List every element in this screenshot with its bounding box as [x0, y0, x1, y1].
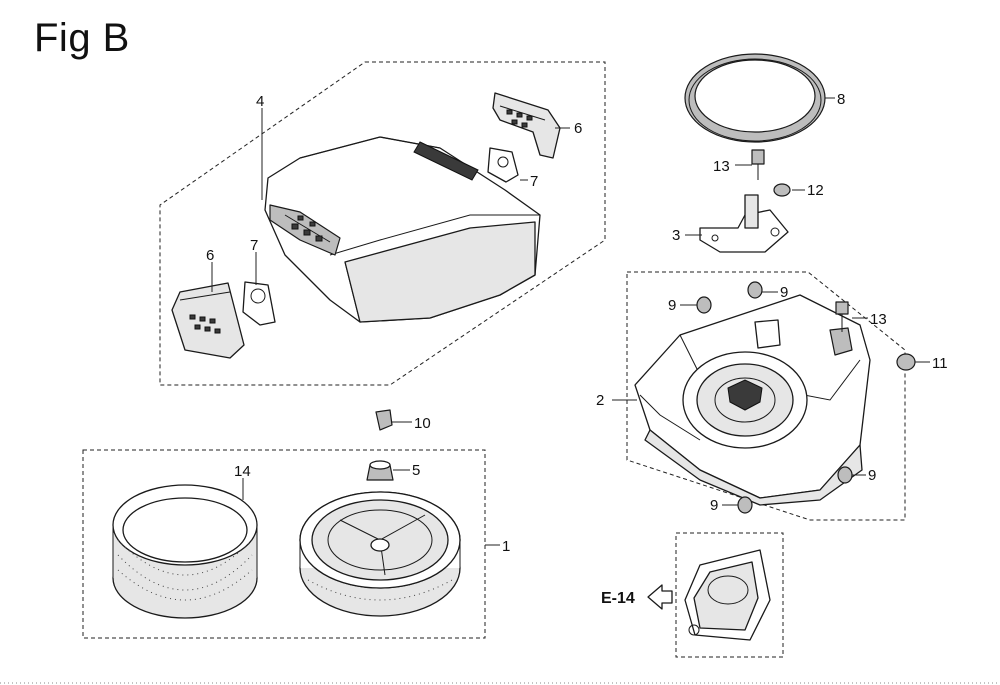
callout-5: 5 [412, 462, 420, 479]
callout-7-upper: 7 [530, 173, 538, 190]
reference-label: E-14 [601, 590, 635, 607]
seal-ring [684, 53, 826, 143]
air-cleaner-cover [264, 136, 541, 323]
nut-12 [773, 183, 791, 197]
air-cleaner-case [634, 294, 871, 506]
callout-9-d: 9 [710, 497, 718, 514]
callout-10: 10 [414, 415, 431, 432]
elbow-group-box [675, 532, 784, 658]
callout-9-a: 9 [668, 297, 676, 314]
callout-8: 8 [837, 91, 845, 108]
bolt-13-upper [751, 149, 765, 180]
bolt-13-lower [835, 301, 849, 332]
nut-9-a [696, 296, 712, 314]
nut-9-c [837, 466, 853, 484]
cover-grip-upper [492, 92, 561, 159]
wing-nut [366, 460, 394, 481]
callout-7-lower: 7 [250, 237, 258, 254]
air-cleaner-case-group-box [626, 271, 906, 521]
callout-11: 11 [932, 355, 948, 372]
intake-elbow [684, 549, 771, 641]
nut-9-d [737, 496, 753, 514]
callout-13-upper: 13 [713, 158, 730, 175]
clip-upper [487, 147, 519, 183]
air-cleaner-element-group-box [82, 449, 486, 639]
callout-6-lower: 6 [206, 247, 214, 264]
callout-13-lower: 13 [870, 311, 887, 328]
leader-lines [211, 97, 930, 546]
callout-4: 4 [256, 93, 264, 110]
callout-12: 12 [807, 182, 824, 199]
reference-arrow [647, 584, 673, 610]
grommet-11 [896, 353, 916, 371]
breather-bracket [699, 194, 789, 253]
air-cleaner-cover-group-box [159, 61, 606, 386]
nut-9-b [747, 281, 763, 299]
callout-2: 2 [596, 392, 604, 409]
callout-1: 1 [502, 538, 510, 555]
callout-14: 14 [234, 463, 251, 480]
clip-lower [242, 281, 276, 326]
callout-9-b: 9 [780, 284, 788, 301]
callout-9-c: 9 [868, 467, 876, 484]
small-bolt [375, 409, 393, 431]
callout-6-upper: 6 [574, 120, 582, 137]
figure-title: Fig B [34, 16, 130, 60]
cover-grip-lower [171, 282, 245, 359]
foam-pre-filter [112, 484, 258, 619]
air-cleaner-element [299, 491, 461, 617]
callout-3: 3 [672, 227, 680, 244]
